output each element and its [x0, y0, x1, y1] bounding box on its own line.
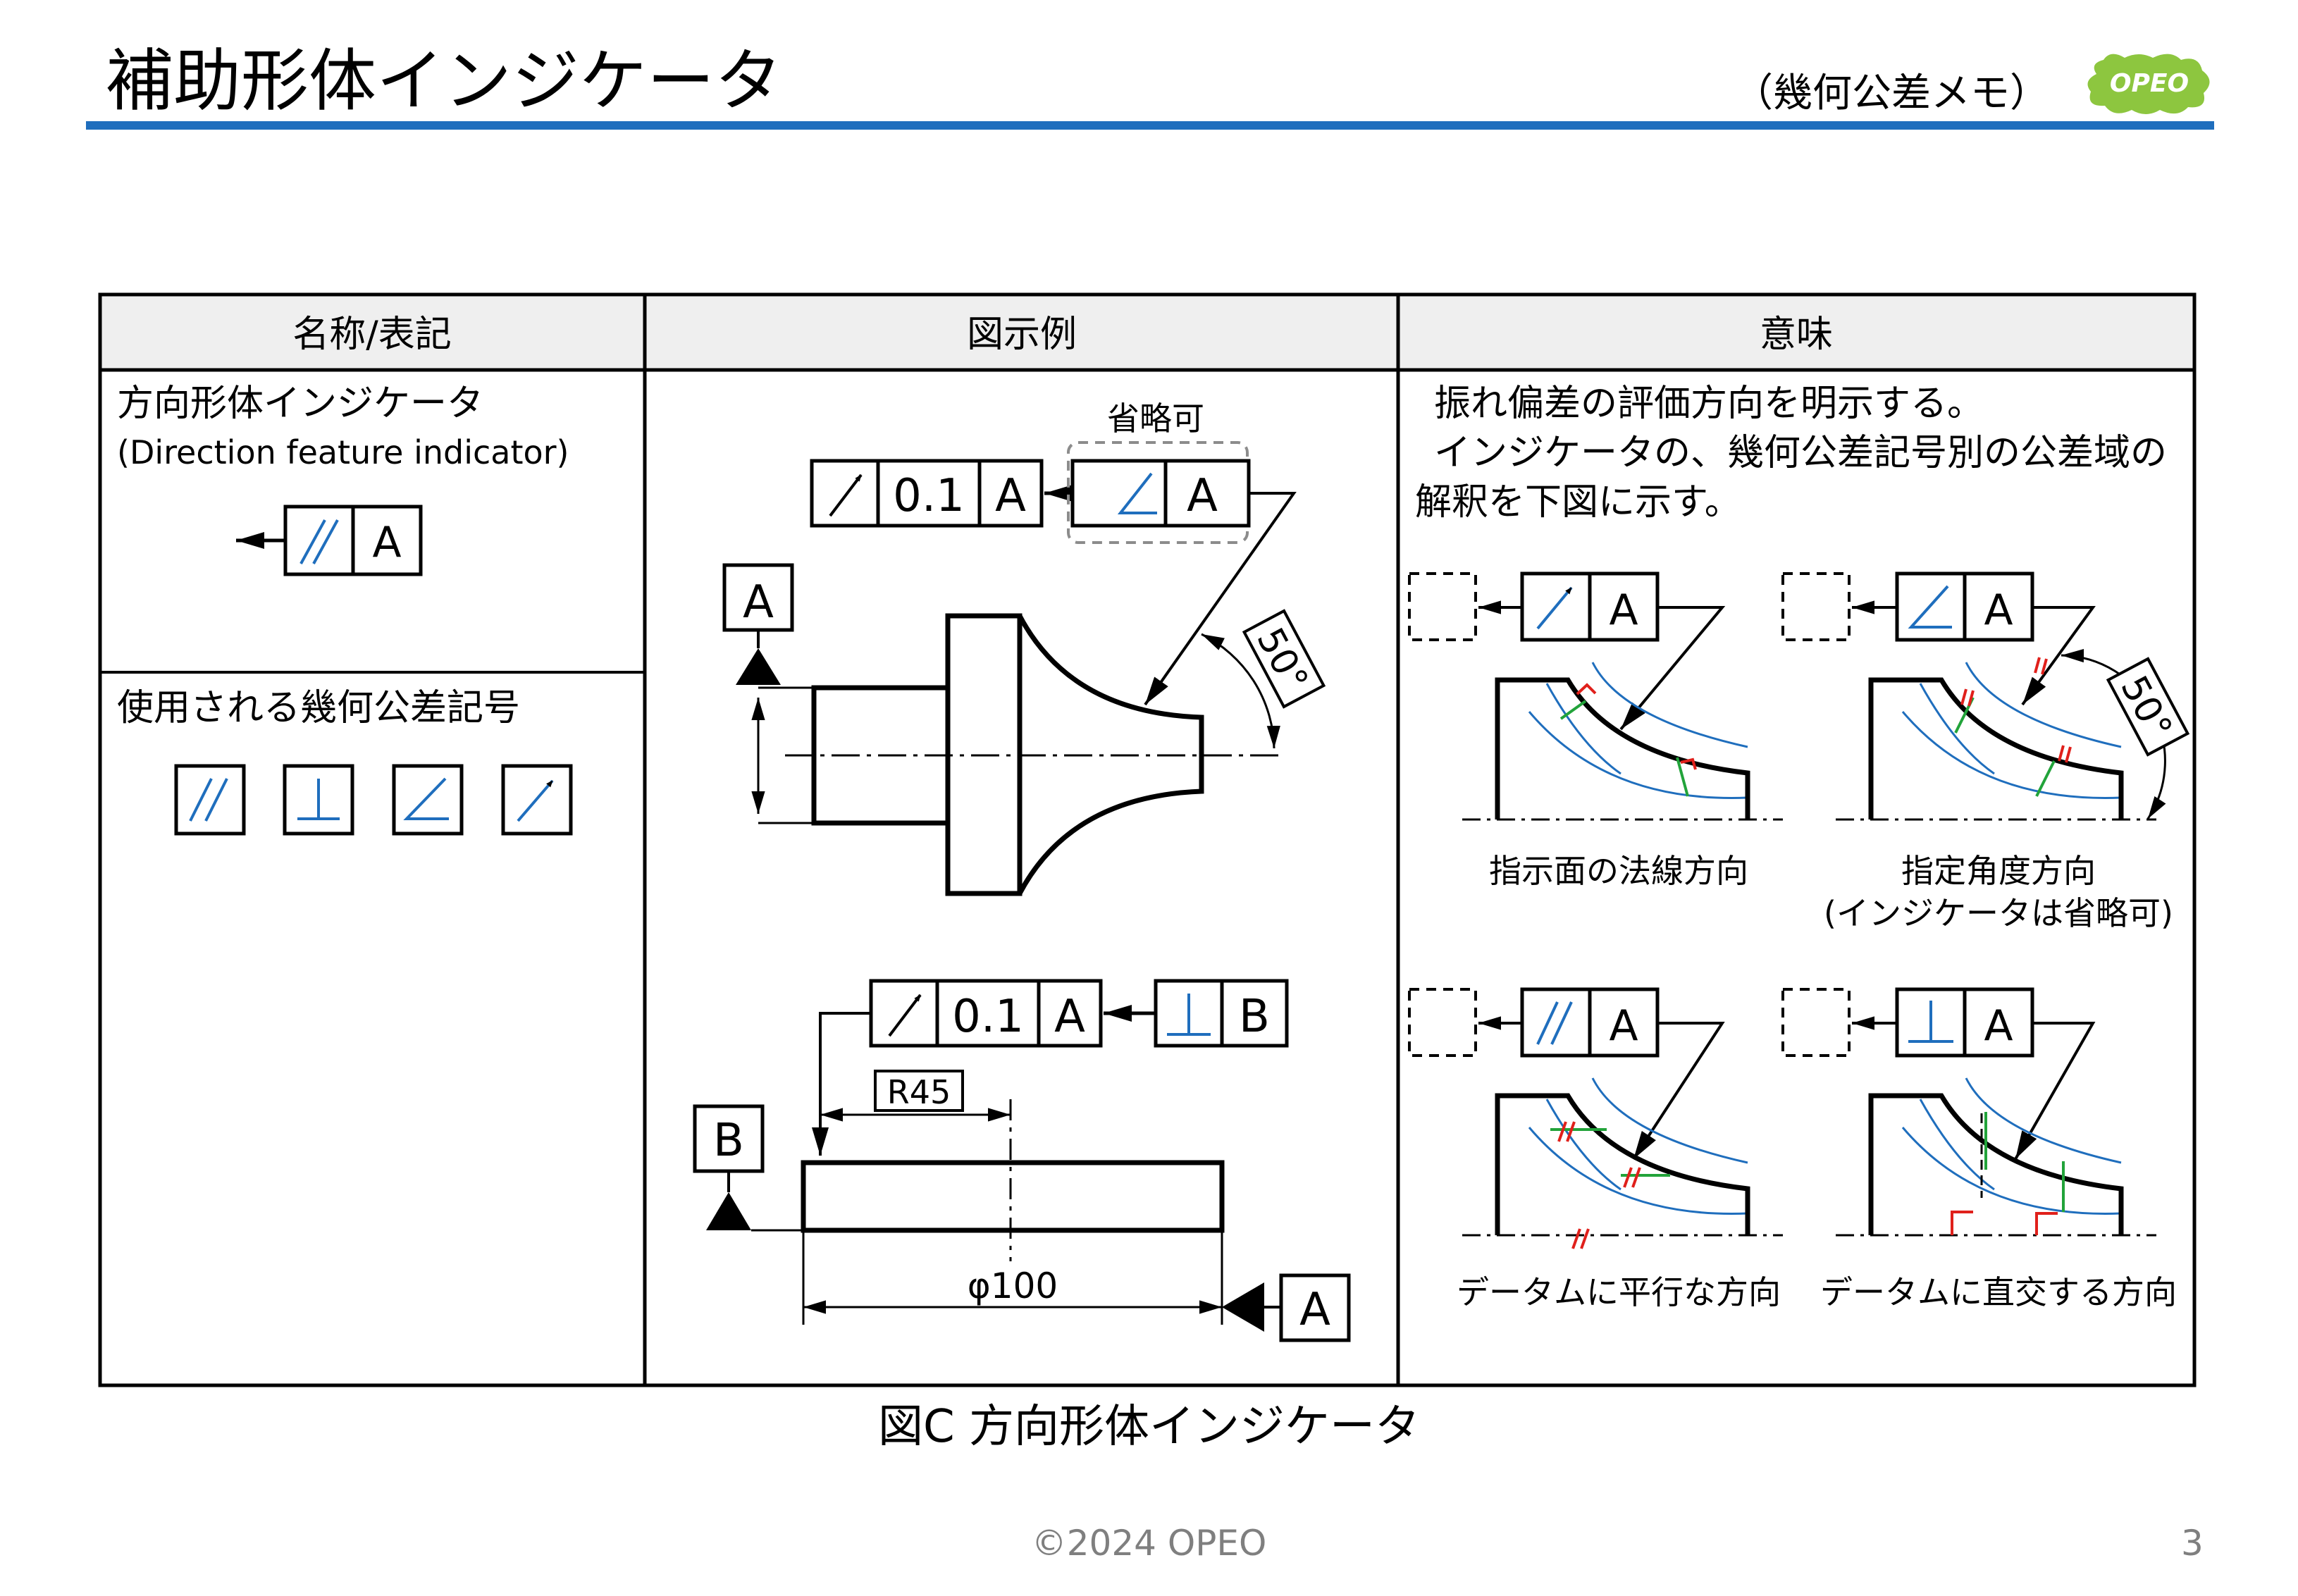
diagram-perpendicular-direction: A	[1781, 987, 2156, 1237]
radius-label: R45	[887, 1073, 951, 1111]
datum-ref-1: A	[995, 470, 1026, 522]
meaning-line-3: 解釈を下図に示す。	[1415, 481, 1741, 524]
angle-dimension-arc	[1201, 633, 1280, 749]
meaning-line-1: 振れ偏差の評価方向を明示する。	[1434, 383, 1984, 425]
leader-line-1	[1144, 492, 1297, 706]
figure-caption: 図C 方向形体インジケータ	[877, 1401, 1421, 1453]
header-example: 図示例	[967, 314, 1077, 356]
datum-ref-2: A	[1187, 470, 1218, 522]
angularity-icon	[403, 777, 449, 820]
caption-angle-2: (インジケータは省略可)	[1824, 894, 2173, 932]
opeo-logo: OPEO	[2087, 54, 2210, 114]
feature-control-frame-1	[810, 459, 1044, 528]
plate-part-2	[801, 1160, 1225, 1233]
direction-indicator-2	[1154, 979, 1289, 1048]
logo-text: OPEO	[2110, 69, 2189, 98]
datum-ref-4: B	[1239, 991, 1270, 1043]
meaning-line-2: インジケータの、幾何公差記号別の公差域の	[1434, 432, 2167, 474]
diameter-label: φ100	[968, 1266, 1058, 1306]
diagram-normal-direction: A	[1408, 571, 1783, 821]
datum-a-tag-1	[722, 563, 794, 685]
page-title: 補助形体インジケータ	[106, 42, 782, 120]
tolerance-value-1: 0.1	[893, 470, 965, 522]
logo-shape	[2087, 54, 2210, 114]
diagram-parallel-direction: A	[1408, 987, 1783, 1249]
header-name: 名称/表記	[292, 314, 452, 356]
caption-normal: 指示面の法線方向	[1489, 852, 1748, 890]
header-meaning: 意味	[1760, 314, 1833, 356]
datum-a-label-1: A	[743, 576, 774, 629]
caption-angle-1: 指定角度方向	[1901, 852, 2096, 890]
svg-text:A: A	[1609, 1001, 1638, 1051]
symbols-heading: 使用される幾何公差記号	[117, 687, 520, 729]
datum-a-label-2: A	[1299, 1284, 1330, 1336]
runout-icon	[517, 779, 554, 822]
term-name: 方向形体インジケータ	[117, 383, 483, 425]
feature-control-frame-2	[869, 979, 1103, 1048]
svg-text:A: A	[1609, 586, 1638, 635]
datum-b-label: B	[713, 1115, 744, 1167]
copyright: ©2024 OPEO	[1031, 1523, 1267, 1564]
page-number: 3	[2181, 1523, 2204, 1564]
caption-perpendicular: データムに直交する方向	[1820, 1273, 2177, 1311]
title-underline	[86, 121, 2214, 130]
radius-dimension: R45	[820, 1070, 1011, 1122]
omittable-label: 省略可	[1107, 400, 1204, 438]
term-english: (Direction feature indicator)	[117, 433, 569, 471]
table-grid	[98, 292, 2197, 1387]
sample-datum: A	[372, 518, 401, 567]
svg-text:A: A	[1984, 586, 2013, 635]
diagram-angle-direction: A 50°	[1781, 571, 2190, 821]
page-subtitle: （幾何公差メモ）	[1734, 70, 2049, 116]
datum-ref-3: A	[1054, 991, 1085, 1043]
parallelism-icon	[299, 519, 339, 564]
angle-label-box-1: 50°	[1242, 609, 1326, 709]
caption-parallel: データムに平行な方向	[1457, 1273, 1781, 1311]
leader-line-2	[812, 1012, 871, 1156]
symbols-row	[174, 764, 573, 836]
svg-text:A: A	[1984, 1001, 2013, 1051]
datum-b-tag	[693, 1104, 765, 1230]
tolerance-value-2: 0.1	[952, 991, 1024, 1043]
direction-indicator-sample: A	[236, 505, 423, 576]
parallelism-icon	[189, 778, 228, 822]
direction-indicator-1	[1070, 459, 1251, 528]
perpendicularity-icon	[297, 779, 340, 820]
